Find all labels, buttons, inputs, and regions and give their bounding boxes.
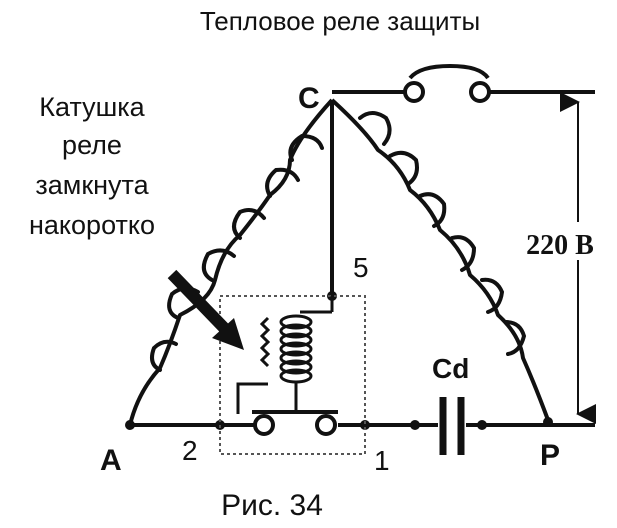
relay-contact-right (315, 414, 337, 436)
diagram-title: Тепловое реле защиты (200, 6, 480, 36)
node-label-5: 5 (353, 252, 369, 283)
capacitor-label: Cd (432, 353, 469, 384)
node-1-dot (360, 420, 370, 430)
node-cd-right-dot (477, 420, 487, 430)
figure-caption: Рис. 34 (221, 489, 323, 522)
node-label-c: C (298, 82, 320, 115)
voltage-label: 220 В (526, 230, 594, 261)
relay-coil (279, 314, 313, 384)
annotation-line-1: Катушка (39, 92, 145, 122)
node-cd-left-dot (410, 420, 420, 430)
node-label-p: P (540, 439, 560, 472)
annotation-line-2: реле (62, 130, 122, 160)
node-a-dot (125, 420, 135, 430)
winding-c-p (330, 98, 550, 421)
relay-contact-left (253, 414, 275, 436)
heater-element (259, 316, 271, 368)
annotation-line-3: замкнута (35, 170, 149, 200)
winding-a-c (128, 98, 334, 426)
top-contact-left (403, 81, 425, 103)
short-circuit-wire (236, 382, 268, 414)
node-label-1: 1 (374, 445, 390, 476)
node-label-a: A (100, 444, 122, 477)
top-switch-bridge (408, 63, 490, 80)
node-p-dot (543, 417, 553, 427)
pointer-arrow-shaft (167, 269, 233, 337)
winding-a-c-coils (150, 133, 324, 372)
voltage-label-bg (512, 222, 604, 260)
relay-box (219, 295, 366, 455)
annotation-line-4: накоротко (29, 210, 155, 240)
winding-c-p-coils (358, 111, 527, 356)
pointer-arrow-head (212, 318, 244, 350)
node-label-2: 2 (182, 435, 198, 466)
top-contact-right (469, 81, 491, 103)
